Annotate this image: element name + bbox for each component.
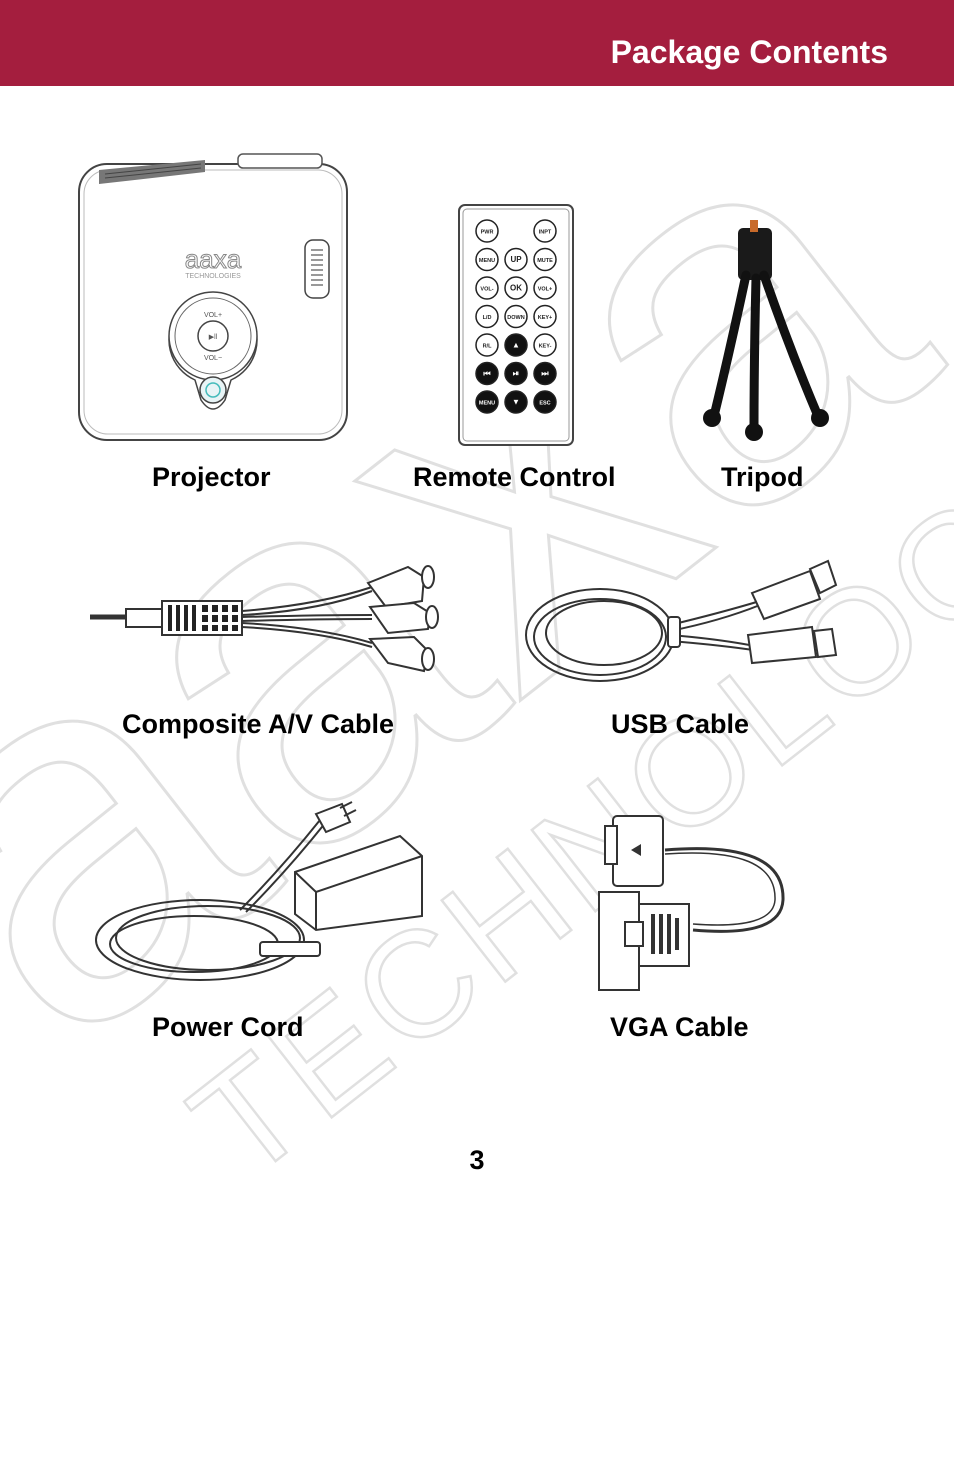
label-usb-cable: USB Cable: [611, 709, 750, 739]
remote-button-label: KEY+: [538, 315, 553, 321]
remote-button-label: DOWN: [507, 315, 524, 321]
remote-button-label: ▲: [512, 341, 520, 350]
remote-button-label: ▼: [512, 398, 520, 407]
remote-button: [475, 304, 499, 329]
remote-button-label: UP: [510, 255, 522, 264]
remote-button-label: ⏮: [483, 369, 490, 378]
remote-button-label: L/D: [483, 315, 492, 321]
projector-image: aaxa TECHNOLOGIES ▶ll VOL+ VOL−: [78, 153, 348, 441]
projector-brand-logo: aaxa: [185, 244, 242, 274]
remote-button: [533, 247, 557, 272]
vga-cable-image: [598, 815, 785, 991]
remote-button: [504, 361, 528, 386]
remote-button-label: R/L: [483, 344, 493, 350]
remote-button: [504, 247, 528, 272]
remote-button-label: INPT: [539, 230, 552, 236]
usb-cable-image: [525, 559, 838, 682]
remote-button: [504, 304, 528, 329]
remote-button-label: OK: [510, 284, 522, 293]
composite-av-cable-image: [90, 565, 439, 673]
page-title: Package Contents: [610, 34, 888, 70]
header-bar: Package Contents: [0, 0, 954, 86]
label-remote-control: Remote Control: [413, 462, 616, 492]
projector-brand-sub: TECHNOLOGIES: [185, 273, 241, 280]
remote-button: [475, 247, 499, 272]
page-number: 3: [469, 1145, 485, 1175]
projector-vol-down: VOL−: [204, 355, 222, 362]
remote-button: [504, 390, 528, 414]
remote-button: [533, 276, 557, 300]
remote-button-label: VOL-: [480, 287, 493, 293]
remote-button-grid: PWR INPT MENU UP MUTE VOL- OK VOL+ L/D DOWN KEY+ R/…: [475, 219, 557, 414]
tripod-image: [703, 220, 829, 441]
remote-button-label: KEY-: [539, 344, 552, 350]
remote-button-label: MENU: [479, 258, 495, 264]
remote-button-label: ⏯: [513, 369, 519, 378]
remote-button: [475, 219, 499, 243]
remote-button: [504, 333, 528, 357]
remote-button: [533, 219, 557, 243]
remote-button: [475, 390, 499, 414]
label-vga-cable: VGA Cable: [610, 1012, 749, 1042]
remote-button: [533, 361, 557, 386]
remote-button-label: ESC: [539, 401, 550, 407]
label-tripod: Tripod: [721, 462, 804, 492]
svg-text:▶ll: ▶ll: [209, 334, 218, 341]
remote-control-svg: PWR INPT MENU UP MUTE VOL- OK VOL+ L/D DOWN KEY+ R/…: [458, 204, 574, 446]
remote-button-label: MUTE: [537, 258, 553, 264]
remote-button: [504, 276, 528, 300]
projector-vol-up: VOL+: [204, 312, 222, 319]
remote-button: [533, 390, 557, 414]
remote-button-label: PWR: [481, 230, 494, 236]
remote-button: [475, 276, 499, 300]
label-composite-av-cable: Composite A/V Cable: [122, 709, 395, 739]
remote-control-image: PWR INPT MENU UP MUTE VOL- OK VOL+ L/D DOWN KEY+ R/…: [457, 203, 575, 452]
label-projector: Projector: [152, 462, 271, 492]
remote-button-label: MENU: [479, 401, 495, 407]
remote-button: [533, 333, 557, 357]
power-cord-image: [95, 801, 423, 981]
remote-button: [475, 361, 499, 386]
remote-button-label: ⏭: [541, 369, 549, 378]
remote-button: [475, 333, 499, 357]
remote-button: [533, 304, 557, 329]
remote-button-label: VOL+: [538, 287, 553, 293]
label-power-cord: Power Cord: [152, 1012, 304, 1042]
